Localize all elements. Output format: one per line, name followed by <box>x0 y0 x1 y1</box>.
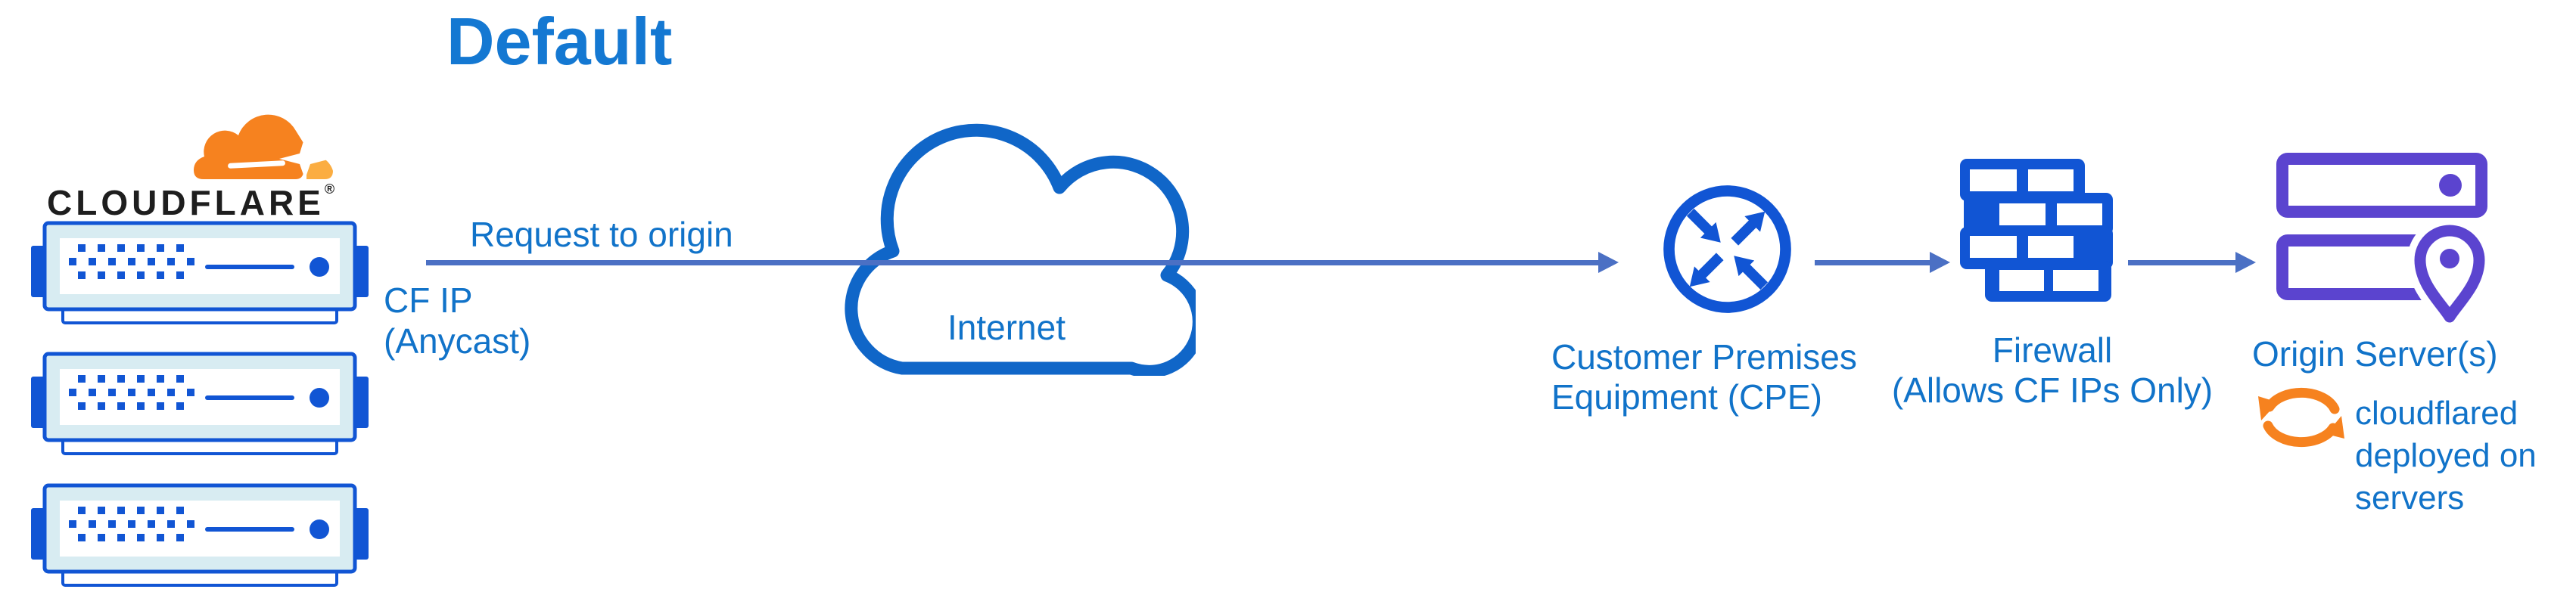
flow-arrowhead-cpe-firewall <box>1930 252 1950 273</box>
brick-wall-icon <box>1960 159 2113 302</box>
request-to-origin-label: Request to origin <box>470 215 733 254</box>
origin-servers-label: Origin Server(s) <box>2252 334 2498 374</box>
origin-servers-icon <box>2276 153 2490 325</box>
flow-arrowhead-main <box>1598 252 1619 273</box>
cloudflare-wordmark: CLOUDFLARE® <box>47 181 335 222</box>
cloudflared-note-line2: deployed on <box>2355 437 2537 474</box>
flow-arrow-line-firewall-origin <box>2128 260 2235 265</box>
router-icon <box>1663 185 1791 313</box>
cf-ip-line: CF IP <box>384 281 473 320</box>
anycast-line: (Anycast) <box>384 321 531 361</box>
cpe-label: Customer Premises Equipment (CPE) <box>1551 337 1857 417</box>
cloudflare-cloud-icon <box>194 114 333 179</box>
firewall-label-line1: Firewall <box>1992 330 2113 370</box>
cf-ip-anycast-label: CF IP (Anycast) <box>384 280 530 361</box>
cpe-label-line1: Customer Premises <box>1551 337 1857 377</box>
firewall-label-line2: (Allows CF IPs Only) <box>1891 371 2214 410</box>
internet-label: Internet <box>947 308 1066 347</box>
server-rack-icon <box>31 483 369 587</box>
internet-cloud-icon <box>845 123 1196 376</box>
flow-arrow-line-main <box>426 260 1598 265</box>
flow-arrowhead-firewall-origin <box>2235 252 2256 273</box>
cloudflared-note: cloudflared deployed on servers <box>2355 392 2537 519</box>
server-rack-icon <box>31 352 369 455</box>
flow-arrow-line-cpe-firewall <box>1815 260 1930 265</box>
registered-mark: ® <box>324 181 335 197</box>
cloudflared-note-line1: cloudflared <box>2355 395 2518 432</box>
firewall-label: Firewall (Allows CF IPs Only) <box>1877 330 2228 411</box>
cloudflared-note-line3: servers <box>2355 479 2465 516</box>
sync-icon <box>2258 387 2344 448</box>
server-rack-icon <box>31 221 369 324</box>
cpe-label-line2: Equipment (CPE) <box>1551 377 1822 417</box>
location-pin-icon <box>2414 225 2485 323</box>
diagram-title: Default <box>446 4 673 79</box>
